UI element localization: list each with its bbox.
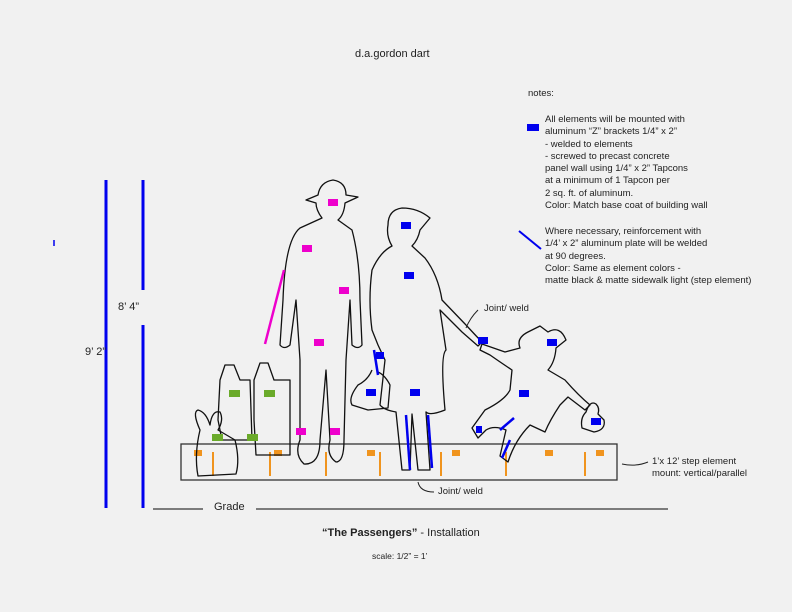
man-silhouette [279, 179, 363, 465]
joint-leader-lower [417, 481, 435, 493]
scale-label: scale: 1/2” = 1’ [372, 551, 428, 561]
note-line: - screwed to precast concrete [545, 150, 670, 162]
note-line: matte black & matte sidewalk light (step… [545, 275, 752, 287]
girl-silhouette [471, 325, 591, 463]
step-leader [621, 461, 649, 466]
step-element [180, 443, 618, 481]
woman-silhouette [369, 207, 483, 471]
note-line: at a minimum of 1 Tapcon per [545, 175, 670, 187]
notes-title: notes: [528, 88, 554, 99]
installation-title: “The Passengers” - Installation [322, 527, 480, 539]
note-line: panel wall using 1/4” x 2” Tapcons [545, 163, 688, 175]
note-line: aluminum “Z” brackets 1/4” x 2” [545, 126, 677, 138]
title-bold: “The Passengers” [322, 527, 418, 539]
grade-label: Grade [214, 501, 245, 513]
step-line: mount: vertical/parallel [652, 468, 748, 480]
author-name: d.a.gordon dart [355, 48, 430, 60]
woman-purse [350, 369, 391, 411]
note-line: at 90 degrees. [545, 250, 606, 262]
magenta-brackets [296, 199, 349, 435]
dimension-label-8ft4: 8’ 4” [118, 301, 139, 313]
dimension-label-9ft2: 9’ 2” [85, 346, 106, 358]
reinforcement-plates [372, 349, 515, 471]
joint-weld-label-upper: Joint/ weld [484, 303, 529, 314]
step-element-label: 1’x 12’ step element mount: vertical/par… [652, 456, 747, 481]
bracket-note: All elements will be mounted with alumin… [545, 114, 708, 212]
orange-vertical-mounts [212, 452, 586, 476]
blue-brackets [366, 222, 601, 433]
note-line: Color: Match base coat of building wall [545, 200, 708, 212]
note-line: Where necessary, reinforcement with [545, 226, 702, 237]
joint-leader-upper [465, 309, 479, 329]
bracket-legend-icon [527, 124, 539, 131]
note-line: 1/4’ x 2” aluminum plate will be welded [545, 238, 708, 250]
shopping-bag-left [217, 364, 253, 441]
step-line: 1’x 12’ step element [652, 456, 737, 467]
note-line: All elements will be mounted with [545, 114, 685, 125]
joint-weld-label-lower: Joint/ weld [438, 486, 483, 497]
title-rest: - Installation [417, 527, 480, 539]
note-line: 2 sq. ft. of aluminum. [545, 187, 634, 199]
girl-purse [580, 402, 605, 433]
reinforcement-note: Where necessary, reinforcement with 1/4’… [545, 226, 751, 287]
green-brackets [212, 390, 275, 441]
reinforcement-legend-icon [518, 230, 542, 250]
orange-mounts [194, 450, 604, 456]
reinforcement-plate-magenta [263, 269, 286, 345]
bunny-bag [194, 409, 239, 477]
note-line: - welded to elements [545, 138, 633, 150]
note-line: Color: Same as element colors - [545, 262, 681, 274]
shopping-bag-right [253, 362, 291, 456]
